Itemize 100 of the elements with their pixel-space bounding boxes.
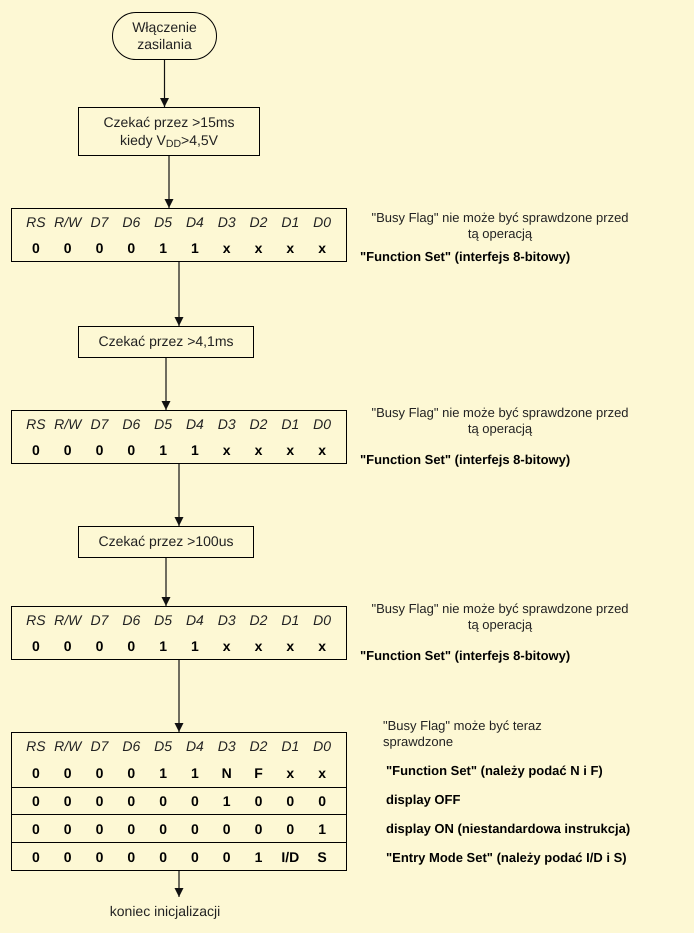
bit-value: 0 [285, 794, 296, 808]
bit-name: D2 [248, 613, 268, 627]
bit-name: D3 [216, 417, 237, 431]
bit-value: 0 [190, 850, 200, 864]
bit-value: 0 [31, 850, 41, 864]
bit-value: 1 [158, 766, 168, 780]
arrow [162, 358, 170, 410]
bit-value: 0 [285, 822, 296, 836]
bit-name: R/W [53, 739, 84, 754]
bit-name: D3 [216, 739, 237, 754]
bit-value: x [285, 766, 296, 780]
bit-name: D1 [280, 613, 300, 627]
bit-name: D2 [248, 215, 268, 229]
process-box: Czekać przez >4,1ms [78, 326, 254, 358]
instruction-label: display OFF [386, 792, 462, 808]
instruction-label: "Entry Mode Set" (należy podać I/D i S) [386, 850, 628, 866]
bit-value: 0 [126, 639, 136, 653]
bit-name: D6 [121, 739, 142, 754]
bit-name: D6 [121, 215, 142, 229]
bit-value: 0 [62, 766, 73, 780]
bit-name: D0 [312, 739, 332, 754]
bit-value: 0 [94, 850, 104, 864]
bit-value: F [253, 766, 264, 780]
bit-name: RS [25, 613, 47, 627]
bit-value: 0 [94, 766, 104, 780]
note-text: "Busy Flag" może być teraz sprawdzone [383, 718, 543, 750]
bit-value: 0 [222, 822, 232, 836]
bit-name: D4 [184, 739, 205, 754]
bit-name: D7 [90, 215, 110, 229]
bit-value: x [254, 639, 264, 653]
bit-name: R/W [53, 417, 84, 431]
bit-value: 0 [31, 639, 41, 653]
bit-value: x [285, 241, 296, 255]
bit-value: 0 [254, 794, 264, 808]
bit-value: N [220, 766, 233, 780]
bit-value: 0 [190, 822, 200, 836]
register-table [11, 732, 347, 871]
bit-value: 0 [62, 822, 73, 836]
bit-value: x [317, 241, 327, 255]
bit-value: x [254, 241, 264, 255]
bit-value: 0 [31, 443, 41, 457]
bit-name: R/W [53, 613, 84, 627]
bit-value: S [316, 850, 328, 864]
bit-name: D1 [280, 417, 300, 431]
bit-name: D7 [90, 613, 110, 627]
bit-value: x [317, 639, 327, 653]
bit-value: 0 [126, 850, 136, 864]
bit-value: 1 [158, 241, 168, 255]
arrow [174, 871, 184, 897]
register-table [11, 410, 347, 464]
note-text: "Busy Flag" nie może być sprawdzone przed tą operacją [370, 405, 630, 438]
instruction-label: "Function Set" (interfejs 8-bitowy) [360, 249, 572, 266]
arrow [174, 464, 184, 526]
bit-value: x [285, 639, 296, 653]
bit-name: D5 [153, 417, 174, 431]
arrow [174, 660, 184, 732]
bit-value: 1 [158, 639, 168, 653]
bit-name: D3 [216, 215, 237, 229]
bit-value: 0 [158, 850, 168, 864]
bit-value: x [222, 639, 232, 653]
bit-name: D4 [184, 215, 205, 229]
bit-name: R/W [53, 215, 84, 229]
bit-value: 1 [190, 241, 200, 255]
bit-value: 0 [254, 822, 264, 836]
bit-value: 0 [94, 639, 104, 653]
bit-value: 1 [190, 766, 200, 780]
bit-value: 1 [158, 443, 168, 457]
bit-name: D4 [184, 417, 205, 431]
bit-value: x [222, 241, 232, 255]
bit-value: 0 [126, 794, 136, 808]
bit-value: 0 [94, 241, 104, 255]
process-box: Czekać przez >100us [78, 526, 254, 558]
bit-value: x [254, 443, 264, 457]
bit-value: x [317, 766, 327, 780]
terminal-box: Włączenie zasilania [112, 12, 217, 60]
bit-value: 0 [126, 443, 136, 457]
bit-value: 0 [222, 850, 232, 864]
end-label: koniec inicjalizacji [95, 900, 235, 922]
bit-name: RS [25, 417, 47, 431]
bit-value: x [222, 443, 232, 457]
bit-value: 0 [94, 443, 104, 457]
bit-name: D5 [153, 613, 174, 627]
bit-value: 0 [94, 822, 104, 836]
process-box: Czekać przez >15ms kiedy V$_{DD}$>4,5V [78, 107, 260, 156]
bit-name: D4 [184, 613, 205, 627]
bit-name: D5 [153, 739, 174, 754]
bit-name: D2 [248, 417, 268, 431]
bit-name: D5 [153, 215, 174, 229]
bit-name: D2 [248, 739, 268, 754]
bit-value: 1 [317, 822, 327, 836]
bit-value: 0 [126, 766, 136, 780]
bit-value: 1 [190, 443, 200, 457]
bit-value: 0 [317, 794, 327, 808]
arrow [174, 262, 184, 326]
note-text: "Busy Flag" nie może być sprawdzone przed tą operacją [370, 601, 630, 634]
bit-name: D1 [280, 215, 300, 229]
register-table [11, 208, 347, 262]
bit-value: 1 [222, 794, 232, 808]
bit-name: D6 [121, 613, 142, 627]
bit-value: 0 [62, 639, 73, 653]
